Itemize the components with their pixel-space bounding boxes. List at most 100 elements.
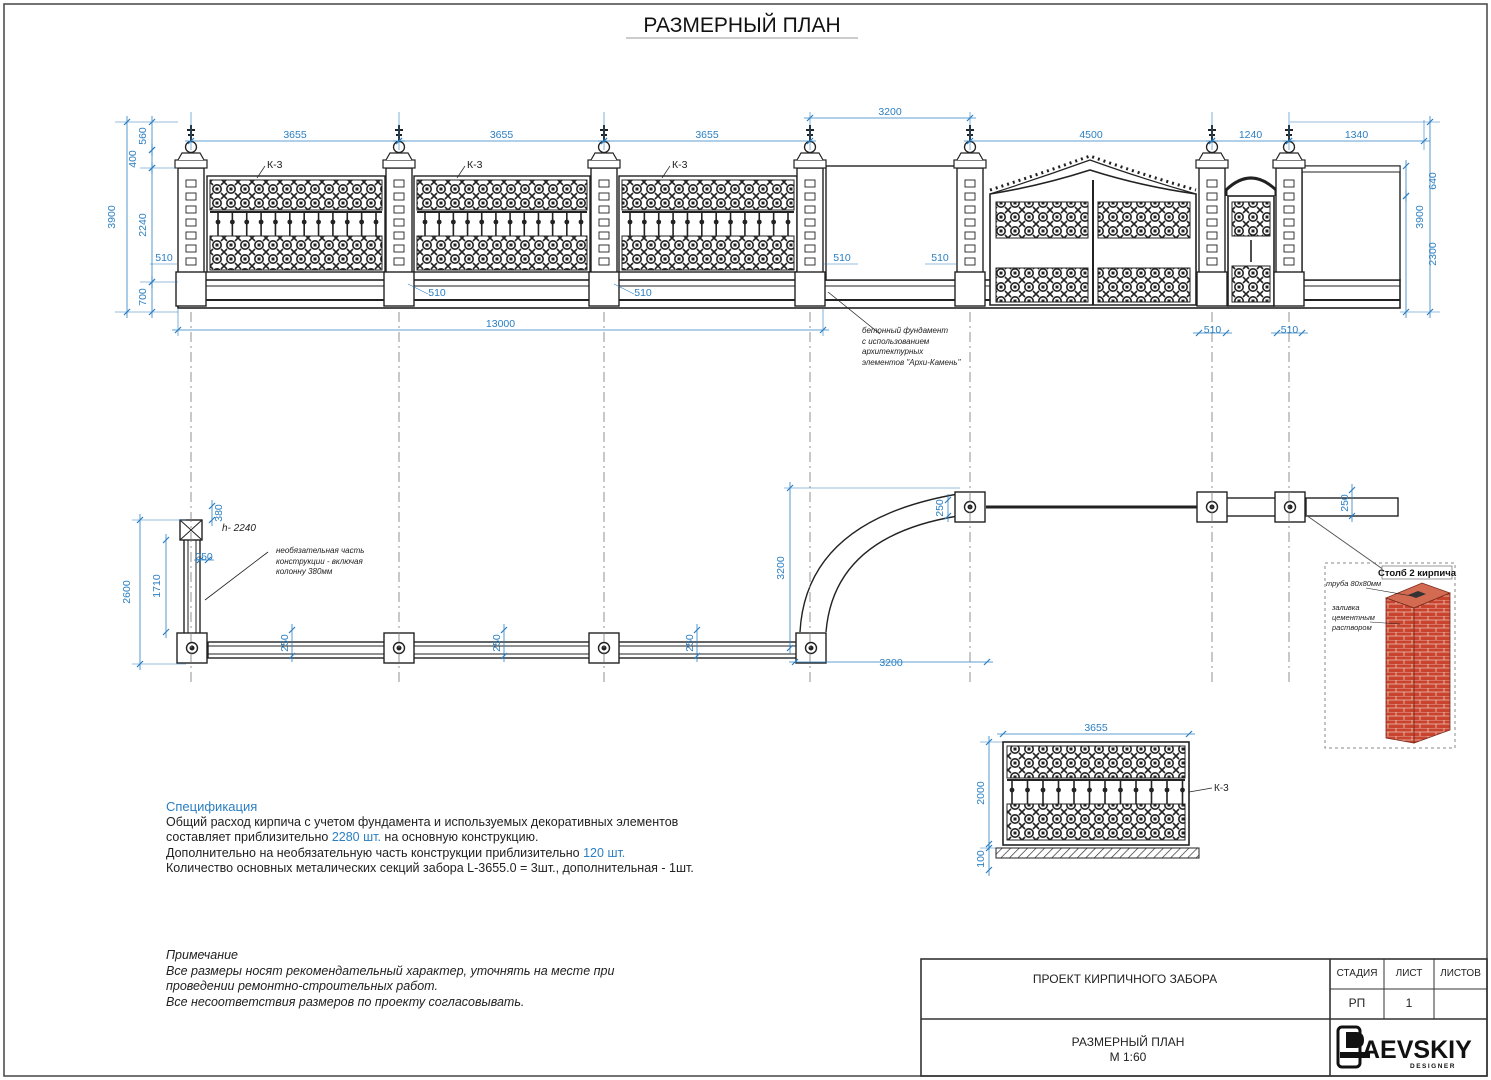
brick-qty-main: 2280 шт. <box>331 830 381 844</box>
dimension-d_250: 250 <box>491 624 508 662</box>
panel-label-3: К-3 <box>661 159 688 179</box>
svg-text:3900: 3900 <box>106 205 118 229</box>
dimension-total: 13000 <box>172 318 829 334</box>
pillar-6 <box>1195 125 1229 307</box>
fence-plan <box>176 491 1399 664</box>
dimension-d_250: 250 <box>1339 484 1356 522</box>
svg-text:3655: 3655 <box>1084 722 1108 734</box>
pillar-detail-title: Столб 2 кирпича <box>1378 568 1457 579</box>
dimension-span_3: 3655 <box>598 129 816 145</box>
svg-text:заливка: заливка <box>1331 603 1360 612</box>
svg-text:1710: 1710 <box>151 574 163 598</box>
section-panel-label: К-3 <box>1214 783 1229 794</box>
svg-text:250: 250 <box>684 634 696 652</box>
note: Примечание Все размеры носят рекомендате… <box>166 948 615 1009</box>
svg-text:13000: 13000 <box>486 318 515 330</box>
title-block <box>920 958 1488 1077</box>
stamp-col-sheet: ЛИСТ <box>1395 968 1423 979</box>
dimension-width: 3655 <box>997 722 1195 738</box>
stamp-sheet-name: РАЗМЕРНЫЙ ПЛАН <box>1071 1035 1185 1049</box>
svg-text:3200: 3200 <box>775 556 787 580</box>
sheet-frame <box>3 3 1488 1077</box>
dimension-d_2600: 2600 <box>121 514 144 670</box>
specification: Спецификация Общий расход кирпича с учет… <box>166 799 694 877</box>
dimension-d_1710: 1710 <box>151 534 170 638</box>
dimension-base: 100 <box>975 842 993 876</box>
svg-text:380: 380 <box>213 504 225 522</box>
svg-text:3900: 3900 <box>1414 205 1426 229</box>
svg-text:К-3: К-3 <box>672 159 688 171</box>
svg-text:раствором: раствором <box>1331 623 1372 632</box>
dimension-pillar_width: 510 <box>1193 324 1232 337</box>
svg-text:510: 510 <box>155 252 173 264</box>
dimension-h_total: 3900 <box>106 116 131 318</box>
svg-text:2240: 2240 <box>137 213 149 237</box>
pillar-7 <box>1272 125 1306 307</box>
specification-heading: Спецификация <box>166 799 258 814</box>
stamp-project: ПРОЕКТ КИРПИЧНОГО ЗАБОРА <box>1032 972 1218 986</box>
fence-panel-3 <box>618 175 798 273</box>
pillar-4 <box>793 125 827 307</box>
dimension-d_380: 380 <box>208 500 225 526</box>
pipe-label: труба 80х80мм <box>1326 579 1381 588</box>
svg-text:4500: 4500 <box>1079 129 1103 141</box>
svg-text:510: 510 <box>931 252 949 264</box>
svg-text:цементным: цементным <box>1332 613 1375 622</box>
pillar-5 <box>953 125 987 307</box>
fence-elevation <box>174 125 1401 309</box>
dimension-pillar_width: 510 <box>1271 324 1308 337</box>
dimension-h_right_top: 640 <box>1402 160 1439 202</box>
dimension-d_250: 250 <box>934 494 952 522</box>
dimension-d_250: 250 <box>684 624 701 662</box>
svg-text:510: 510 <box>833 252 851 264</box>
plan-pillar-1 <box>176 632 208 664</box>
pillar-3 <box>587 125 621 307</box>
dimension-d_3200_h: 3200 <box>789 657 993 669</box>
dimension-span_2: 3655 <box>393 129 610 145</box>
dimension-d_250: 250 <box>194 551 214 564</box>
brick-qty-extra: 120 шт. <box>583 845 626 860</box>
dimension-span_gap: 3200 <box>804 106 976 122</box>
stamp-col-stage: СТАДИЯ <box>1336 968 1378 979</box>
spec-line-3: Дополнительно на необязательную часть ко… <box>166 845 626 860</box>
svg-text:100: 100 <box>975 850 987 868</box>
svg-text:250: 250 <box>491 634 503 652</box>
dimension-span_wicket: 1240 <box>1206 129 1295 145</box>
svg-text:2000: 2000 <box>975 781 987 805</box>
dimension-span_1: 3655 <box>185 129 405 145</box>
svg-text:640: 640 <box>1427 172 1439 190</box>
pillar-2 <box>382 125 416 307</box>
spec-line-2: составляет приблизительно 2280 шт. на ос… <box>166 830 539 844</box>
optional-note: необязательная часть конструкции - включ… <box>276 546 365 576</box>
stamp-stage: РП <box>1348 996 1366 1010</box>
svg-text:250: 250 <box>934 499 946 517</box>
svg-text:250: 250 <box>1339 494 1351 512</box>
dimension-d_250: 250 <box>279 624 296 662</box>
gate-wicket <box>1224 176 1278 307</box>
svg-text:3655: 3655 <box>490 129 514 141</box>
stamp-scale: М 1:60 <box>1109 1050 1147 1064</box>
svg-text:3655: 3655 <box>283 129 307 141</box>
dimension-height: 2000 <box>975 736 993 850</box>
spec-line-4: Количество основных металических секций … <box>166 861 694 875</box>
foundation-note: бетонный фундамент с использованием архи… <box>862 326 961 367</box>
dimension-d_3200_v: 3200 <box>775 482 794 654</box>
svg-text:510: 510 <box>428 287 446 299</box>
fence-panel-2 <box>413 175 591 273</box>
gate-double <box>989 154 1197 306</box>
svg-text:3200: 3200 <box>878 106 902 118</box>
plan-pillar-7 <box>1274 491 1306 523</box>
panel-label-1: К-3 <box>256 159 283 179</box>
spec-line-1: Общий расход кирпича с учетом фундамента… <box>166 814 679 829</box>
dimension-h_mid: 2240 <box>137 162 156 288</box>
svg-text:3200: 3200 <box>879 657 903 669</box>
svg-text:К-3: К-3 <box>267 159 283 171</box>
svg-text:510: 510 <box>634 287 652 299</box>
plan-pillar-4 <box>795 632 827 664</box>
dimension-h_right_total: 3900 <box>1414 116 1434 318</box>
svg-text:400: 400 <box>127 150 139 168</box>
svg-text:700: 700 <box>137 288 149 306</box>
note-heading: Примечание <box>166 948 238 962</box>
svg-text:510: 510 <box>1281 324 1299 336</box>
